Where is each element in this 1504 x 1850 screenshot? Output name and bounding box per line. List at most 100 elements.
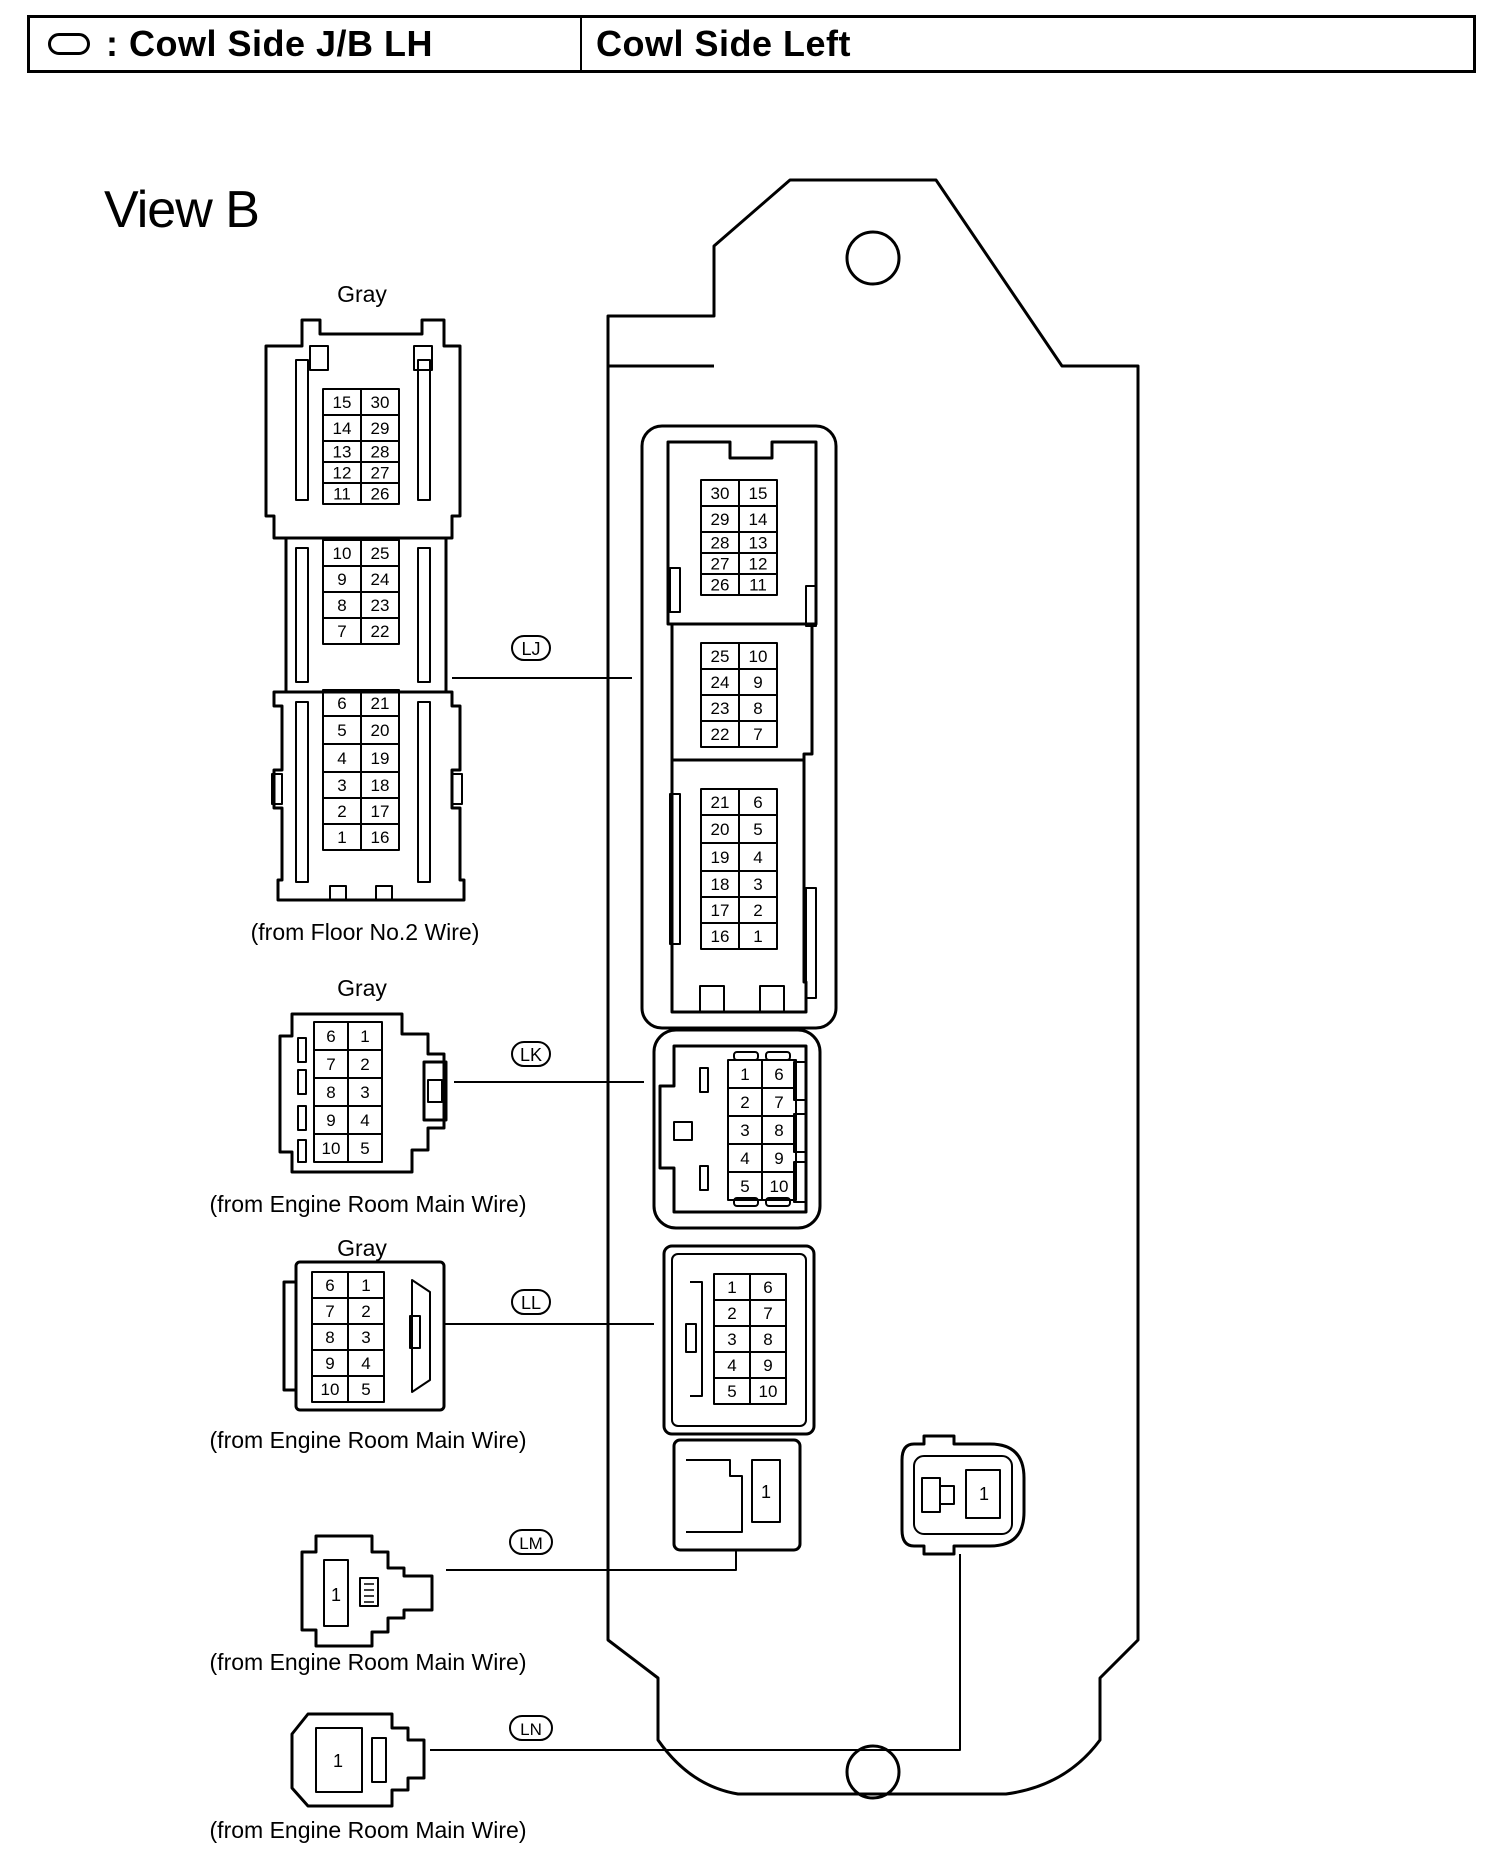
ll-source-label: (from Engine Room Main Wire) — [210, 1427, 527, 1453]
lj-code-badge: LJ — [511, 635, 551, 661]
pin-number: 5 — [753, 820, 762, 839]
pin-number: 18 — [371, 776, 390, 795]
pin-cell — [360, 823, 400, 851]
pin-number: 28 — [371, 443, 390, 462]
pin-number: 6 — [753, 793, 762, 812]
pin-number: 10 — [322, 1139, 341, 1158]
pin-number: 30 — [371, 393, 390, 412]
pin-number: 20 — [371, 721, 390, 740]
junction-block-outline — [606, 178, 1140, 1796]
pin-number: 12 — [749, 555, 768, 574]
ll-code-text: LL — [521, 1293, 541, 1313]
pin-number: 5 — [360, 1139, 369, 1158]
pin-number: 8 — [337, 596, 346, 615]
lm-jb-pin-1: 1 — [761, 1482, 771, 1502]
pin-cell — [360, 617, 400, 645]
pin-number: 3 — [337, 776, 346, 795]
pin-number: 15 — [333, 393, 352, 412]
pin-number: 8 — [774, 1121, 783, 1140]
pin-cell — [347, 1133, 383, 1163]
pin-number: 7 — [337, 622, 346, 641]
pin-number: 6 — [763, 1278, 772, 1297]
lm-code-badge: LM — [509, 1529, 553, 1555]
ln-code-text: LN — [520, 1720, 542, 1739]
lm-source-label: (from Engine Room Main Wire) — [210, 1649, 527, 1675]
pin-number: 5 — [361, 1380, 370, 1399]
pin-number: 15 — [749, 484, 768, 503]
pin-number: 8 — [763, 1330, 772, 1349]
mounting-hole-top — [845, 230, 901, 286]
pin-number: 10 — [321, 1380, 340, 1399]
pin-number: 6 — [325, 1276, 334, 1295]
pin-number: 9 — [337, 570, 346, 589]
pin-number: 4 — [360, 1111, 369, 1130]
pin-number: 1 — [337, 828, 346, 847]
ln-source-label: (from Engine Room Main Wire) — [210, 1817, 527, 1843]
pin-number: 1 — [361, 1276, 370, 1295]
pin-number: 9 — [763, 1356, 772, 1375]
ln-jb-pin-1: 1 — [979, 1484, 989, 1504]
header-right-cell: Cowl Side Left — [582, 18, 1473, 70]
pin-cell — [360, 482, 400, 505]
pin-number: 18 — [711, 875, 730, 894]
lj-code-text: LJ — [521, 639, 540, 659]
pin-number: 9 — [774, 1149, 783, 1168]
pin-number: 17 — [371, 802, 390, 821]
lm-leader-line — [446, 1550, 737, 1571]
pin-number: 26 — [711, 576, 730, 595]
pin-number: 8 — [753, 699, 762, 718]
lj-source-label: (from Floor No.2 Wire) — [251, 919, 480, 945]
ll-wire-color-label: Gray — [337, 1235, 387, 1261]
pin-number: 23 — [371, 596, 390, 615]
pin-cell — [347, 1375, 385, 1403]
pin-number: 27 — [371, 464, 390, 483]
pin-number: 4 — [337, 749, 346, 768]
pin-number: 2 — [360, 1055, 369, 1074]
pin-number: 10 — [759, 1382, 778, 1401]
pin-number: 3 — [360, 1083, 369, 1102]
pin-number: 22 — [711, 725, 730, 744]
ln-harness-pin-1: 1 — [333, 1751, 343, 1771]
pin-number: 3 — [753, 875, 762, 894]
pin-number: 7 — [325, 1302, 334, 1321]
pin-number: 2 — [727, 1304, 736, 1323]
pin-number: 19 — [711, 848, 730, 867]
pin-number: 22 — [371, 622, 390, 641]
pin-number: 6 — [774, 1065, 783, 1084]
pin-number: 4 — [361, 1354, 370, 1373]
pin-number: 17 — [711, 901, 730, 920]
pin-number: 26 — [371, 485, 390, 504]
pin-number: 1 — [753, 927, 762, 946]
pin-number: 14 — [749, 510, 768, 529]
pin-number: 10 — [770, 1177, 789, 1196]
pin-number: 23 — [711, 699, 730, 718]
pin-number: 25 — [711, 647, 730, 666]
ll-harness-connector — [282, 1260, 446, 1412]
pin-cell — [738, 573, 778, 596]
pin-number: 8 — [325, 1328, 334, 1347]
pin-number: 24 — [371, 570, 390, 589]
pin-number: 27 — [711, 555, 730, 574]
mounting-hole-bottom — [845, 1744, 901, 1800]
lk-source-label: (from Engine Room Main Wire) — [210, 1191, 527, 1217]
pin-number: 14 — [333, 419, 352, 438]
pin-number: 29 — [371, 419, 390, 438]
pin-number: 19 — [371, 749, 390, 768]
pin-number: 9 — [753, 673, 762, 692]
pin-number: 10 — [333, 544, 352, 563]
pin-number: 7 — [774, 1093, 783, 1112]
pin-number: 13 — [749, 534, 768, 553]
pin-number: 16 — [711, 927, 730, 946]
pin-number: 1 — [727, 1278, 736, 1297]
pin-number: 6 — [337, 694, 346, 713]
pin-number: 21 — [371, 694, 390, 713]
lk-code-text: LK — [520, 1045, 542, 1065]
pin-number: 4 — [740, 1149, 749, 1168]
pin-number: 2 — [740, 1093, 749, 1112]
ln-harness-connector — [290, 1712, 426, 1808]
view-title: View B — [104, 181, 260, 239]
